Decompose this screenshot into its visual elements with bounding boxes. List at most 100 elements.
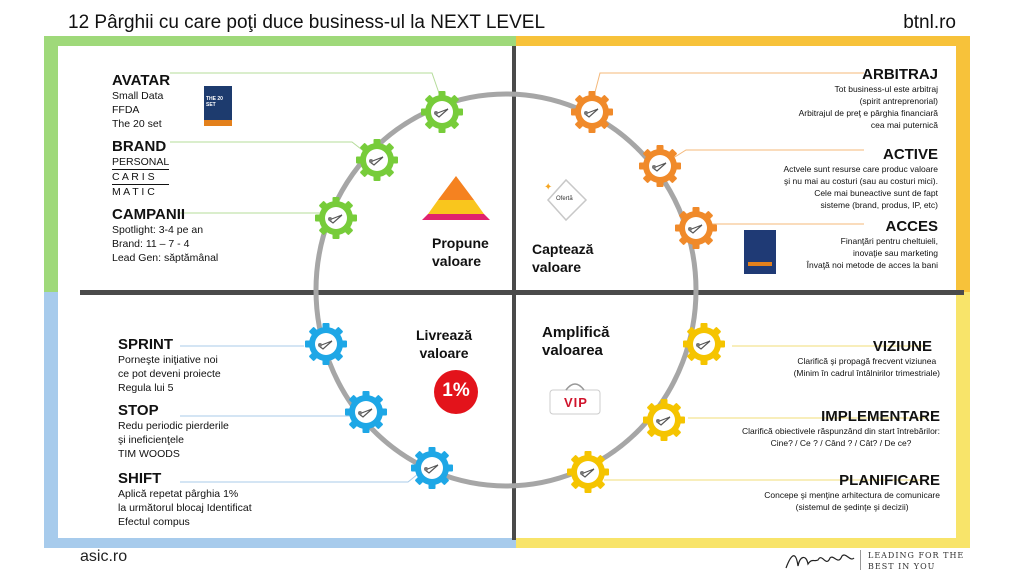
offer-label: Ofertă <box>556 196 573 202</box>
item-planificare: PLANIFICARE Concepe şi menţine arhitectu… <box>764 472 940 513</box>
item-line: la următorul blocaj Identificat <box>118 502 252 514</box>
item-line: Învaţă noi metode de acces la bani <box>806 260 938 270</box>
item-line: Redu periodic pierderile <box>118 420 229 432</box>
item-title: BRAND <box>112 138 167 155</box>
label-line: valoarea <box>542 342 603 359</box>
site-link[interactable]: btnl.ro <box>903 12 956 33</box>
item-arbitraj: ARBITRAJ Tot business-ul este arbitraj (… <box>799 66 938 131</box>
one-percent-badge: 1% <box>442 380 470 401</box>
gear-icon-shift <box>410 446 454 490</box>
item-line: Concepe şi menţine arhitectura de comuni… <box>764 490 940 500</box>
tagline-line: BEST IN YOU <box>868 562 936 571</box>
one-percent-badge-circle <box>434 370 478 414</box>
gear-icon-avatar <box>420 90 464 134</box>
item-sprint: SPRINT Porneşte iniţiative noi ce pot de… <box>118 336 221 395</box>
gear-icon-stop <box>344 390 388 434</box>
label-amplifica-valoarea: Amplifică valoarea <box>542 324 610 360</box>
item-stop: STOP Redu periodic pierderile şi inefici… <box>118 402 229 461</box>
label-line: valoare <box>532 259 582 275</box>
item-line: TIM WOODS <box>118 448 180 460</box>
item-avatar: AVATAR Small Data FFDA The 20 set <box>112 72 170 131</box>
item-line: FFDA <box>112 104 140 116</box>
book-title: THE 20 SET <box>206 96 223 108</box>
item-line: şi ineficienţele <box>118 434 184 446</box>
label-livreaza-valoare: Livrează valoare <box>416 326 472 362</box>
gear-icon-sprint <box>304 322 348 366</box>
item-title: CAMPANII <box>112 206 186 223</box>
item-active: ACTIVE Actvele sunt resurse care produc … <box>784 146 939 211</box>
item-line: Clarifică obiectivele răspunzând din sta… <box>742 426 940 436</box>
item-line: Regula lui 5 <box>118 382 174 394</box>
horizontal-divider <box>80 290 964 295</box>
label-capteaza-valoare: Captează valoare <box>532 240 593 276</box>
item-line: (sistemul de şedinţe şi decizii) <box>795 502 909 512</box>
item-line: Tot business-ul este arbitraj <box>834 84 938 94</box>
item-line: Finanţări pentru cheltuieli, <box>840 236 938 246</box>
item-line: Aplică repetat pârghia 1% <box>118 488 239 500</box>
vertical-divider <box>512 46 516 540</box>
page-title: 12 Pârghii cu care poţi duce business-ul… <box>68 12 546 33</box>
vip-label: VIP <box>564 395 588 410</box>
item-title: SHIFT <box>118 470 162 487</box>
gear-icon-campanii <box>314 196 358 240</box>
item-line: The 20 set <box>112 118 162 130</box>
item-line: C A R I S <box>112 169 170 184</box>
item-title: ACTIVE <box>882 146 938 163</box>
book-icon-acces <box>744 230 776 274</box>
item-line: Cine? / Ce ? / Când ? / Cât? / De ce? <box>770 438 912 448</box>
item-title: SPRINT <box>118 336 174 353</box>
gear-icon-planificare <box>566 450 610 494</box>
footer-tagline: LEADING FOR THE BEST IN YOU <box>868 550 964 572</box>
item-line: Small Data <box>112 90 164 102</box>
item-implementare: IMPLEMENTARE Clarifică obiectivele răspu… <box>742 408 940 449</box>
tagline-line: LEADING FOR THE <box>868 551 965 560</box>
item-title: IMPLEMENTARE <box>821 408 940 425</box>
quadrant-frame <box>44 36 970 548</box>
offer-tag-icon: ✦ <box>544 178 588 222</box>
value-ring <box>313 91 699 489</box>
item-line: Lead Gen: săptămânal <box>112 252 219 264</box>
signature-icon <box>785 554 855 569</box>
item-line: Cele mai buneactive sunt de fapt <box>814 188 938 198</box>
item-title: VIZIUNE <box>872 338 932 355</box>
pyramid-icon <box>422 176 490 220</box>
item-line: cea mai puternică <box>870 120 938 130</box>
item-line: Efectul compus <box>118 516 190 528</box>
label-line: valoare <box>432 253 482 269</box>
item-title: AVATAR <box>112 72 171 89</box>
gear-icon-active <box>638 144 682 188</box>
item-brand: BRAND PERSONAL C A R I S M A T I C <box>112 138 170 199</box>
item-line: Brand: 11 – 7 - 4 <box>112 238 190 250</box>
item-title: STOP <box>118 402 159 419</box>
footer-site[interactable]: asic.ro <box>80 548 128 565</box>
item-title: PLANIFICARE <box>839 472 940 489</box>
book-icon-20-set <box>204 86 232 126</box>
item-line: Spotlight: 3-4 pe an <box>112 224 204 236</box>
label-line: Captează <box>532 241 594 257</box>
item-acces: ACCES Finanţări pentru cheltuieli, inova… <box>807 218 938 271</box>
item-title: ARBITRAJ <box>862 66 938 83</box>
label-line: Livrează <box>416 327 473 343</box>
item-line: inovaţie sau marketing <box>852 248 938 258</box>
svg-text:✦: ✦ <box>544 182 552 193</box>
item-line: Actvele sunt resurse care produc valoare <box>783 164 939 174</box>
item-title: ACCES <box>885 218 938 235</box>
item-line: sisteme (brand, produs, IP, etc) <box>820 200 938 210</box>
item-line: (spirit antreprenorial) <box>859 96 938 106</box>
gear-icon-acces <box>674 206 718 250</box>
item-line: Porneşte iniţiative noi <box>118 354 218 366</box>
label-propune-valoare: Propune valoare <box>432 234 489 270</box>
item-line: şi nu mai au costuri (sau au costuri mic… <box>784 176 938 186</box>
item-line: PERSONAL <box>112 156 170 168</box>
item-line: Arbitrajul de preţ e pârghia financiară <box>798 108 938 118</box>
footer-separator <box>860 550 861 570</box>
label-line: Propune <box>432 235 489 251</box>
item-shift: SHIFT Aplică repetat pârghia 1% la următ… <box>118 470 252 529</box>
gear-icon-brand <box>355 138 399 182</box>
item-line: ce pot deveni proiecte <box>118 368 221 380</box>
item-viziune: VIZIUNE Clarifică şi propagă frecvent vi… <box>794 338 940 379</box>
item-line: (Minim în cadrul întâlnirilor trimestria… <box>793 368 940 378</box>
gear-icon-arbitraj <box>570 90 614 134</box>
label-line: valoare <box>419 345 469 361</box>
